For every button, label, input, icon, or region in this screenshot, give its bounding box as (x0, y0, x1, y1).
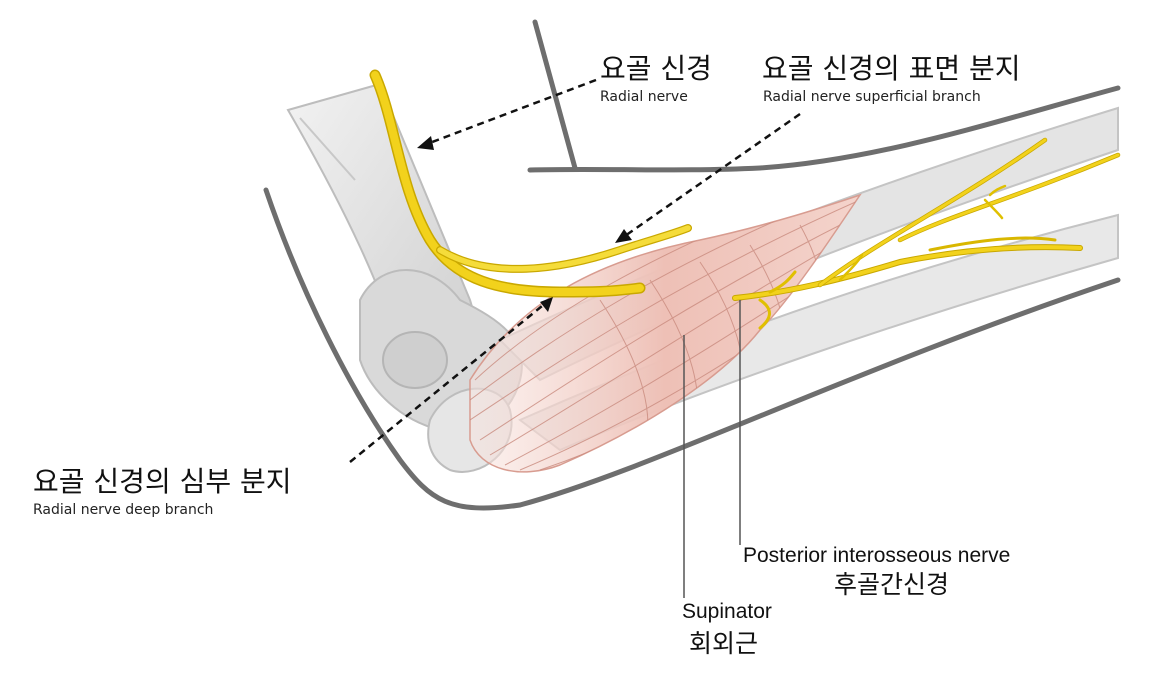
radial-nerve (369, 69, 646, 298)
posterior-interosseous-nerve-branches (732, 137, 1121, 330)
arrowhead-radial-nerve (417, 136, 434, 150)
posterior-interosseous-label-ko: 후골간신경 (834, 570, 950, 599)
radial-nerve-superficial-branch (436, 224, 692, 273)
leader-lines (349, 78, 801, 463)
deep-branch-label-en: Radial nerve deep branch (33, 502, 214, 518)
radial-nerve-label-en: Radial nerve (600, 89, 688, 105)
supinator-label-en: Supinator (682, 600, 772, 623)
superficial-branch-label-en: Radial nerve superficial branch (763, 89, 981, 105)
arrowhead-superficial-branch (615, 229, 632, 243)
forearm-skin-outline (263, 187, 1121, 511)
leader-arrowheads (417, 136, 632, 312)
leader-deep-branch (349, 301, 548, 463)
arrowhead-deep-branch (540, 297, 553, 312)
posterior-interosseous-label-en: Posterior interosseous nerve (743, 544, 1011, 567)
leader-radial-nerve (426, 78, 597, 146)
upper-arm-skin-outline (527, 19, 1121, 173)
leader-superficial-branch (621, 112, 801, 240)
supinator-label-ko: 회외근 (689, 629, 759, 658)
pointer-lines (683, 300, 741, 598)
radial-nerve-label-ko: 요골 신경 (600, 52, 712, 85)
superficial-branch-label-ko: 요골 신경의 표면 분지 (762, 52, 1021, 85)
deep-branch-label-ko: 요골 신경의 심부 분지 (33, 465, 292, 498)
